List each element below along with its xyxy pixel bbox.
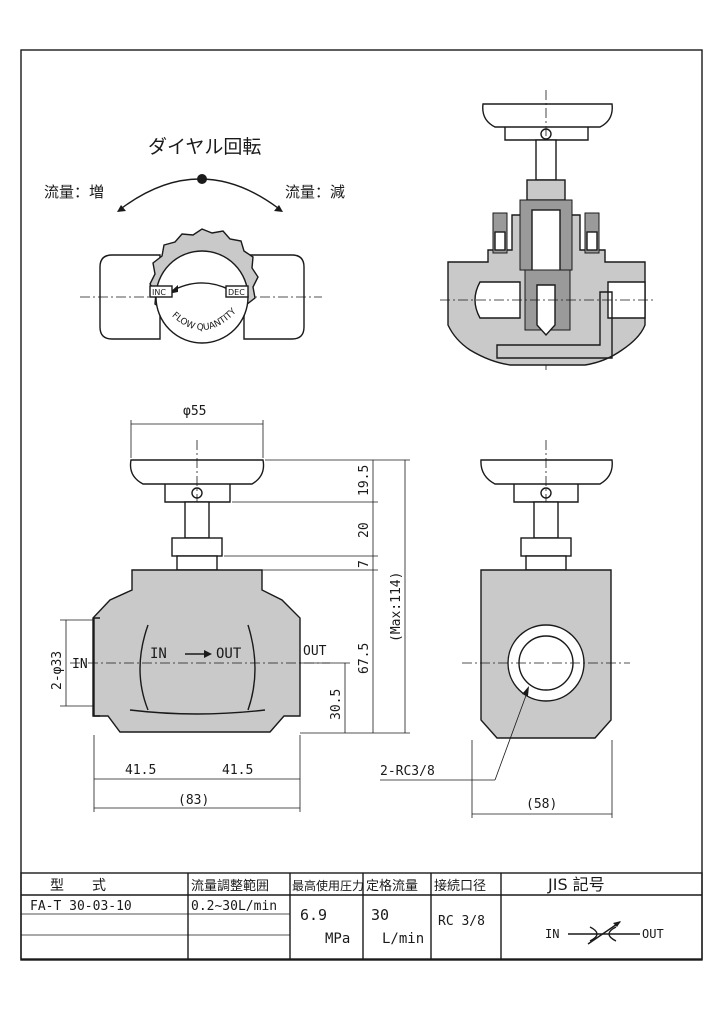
cell-flow-unit: L/min: [382, 931, 424, 947]
dial-center-dot: [197, 174, 207, 184]
spec-table: 型 式 流量調整範囲 最高使用圧力 定格流量 接続口径 JIS 記号 FA-T …: [20, 872, 703, 960]
leader-arrow-icon: [522, 686, 529, 696]
flow-increase-label: 流量：増: [44, 183, 104, 201]
header-range: 流量調整範囲: [191, 879, 269, 894]
header-pressure: 最高使用圧力: [292, 878, 364, 893]
port-out-label: OUT: [303, 644, 327, 659]
section-view: [440, 90, 655, 372]
front-view: IN OUT φ55 19.5 20 7 67.5 30.5 (Max:114)…: [50, 404, 410, 812]
dim-left-half: 41.5: [125, 763, 156, 778]
cell-pressure-value: 6.9: [300, 906, 327, 924]
dial-title: ダイヤル回転: [148, 136, 261, 158]
inc-marker: INC: [152, 288, 166, 297]
flow-out-label: OUT: [216, 646, 242, 662]
cell-flow-value: 30: [371, 906, 389, 924]
jis-in-label: IN: [545, 927, 559, 941]
dim-port-height: 30.5: [329, 689, 344, 720]
dim-body-length: (83): [178, 793, 209, 808]
port-in-label: IN: [72, 657, 88, 672]
arc-arrow-right-icon: [274, 205, 283, 212]
side-view: (58) 2-RC3/8: [380, 440, 630, 818]
flow-arrow-icon: [204, 650, 212, 658]
header-jis: JIS 記号: [547, 875, 605, 894]
dim-knob-diameter: φ55: [183, 404, 206, 419]
dim-stem-height: 20: [357, 522, 372, 538]
arc-arrow-left-icon: [117, 205, 126, 212]
dim-nut-height: 7: [357, 560, 372, 568]
header-port: 接続口径: [434, 878, 486, 894]
jis-flow-control-symbol-icon: [589, 926, 617, 942]
flow-decrease-label: 流量：減: [285, 183, 345, 201]
thread-callout: 2-RC3/8: [380, 764, 435, 779]
dim-knob-height: 19.5: [357, 465, 372, 496]
cell-model: FA-T 30-03-10: [30, 899, 132, 914]
dim-port-diameter: 2-φ33: [50, 651, 65, 690]
dial-view: ダイヤル回転 流量：増 流量：減 INC DEC FLOW QUANTITY: [44, 136, 345, 344]
dim-body-width: (58): [526, 797, 557, 812]
dim-body-height: 67.5: [357, 643, 372, 674]
drawing-border: [20, 49, 703, 961]
jis-out-label: OUT: [642, 927, 664, 941]
cell-port: RC 3/8: [438, 914, 485, 929]
cell-range: 0.2~30L/min: [191, 899, 277, 914]
dec-marker: DEC: [228, 288, 245, 297]
flow-in-label: IN: [150, 646, 167, 662]
dim-max-height: (Max:114): [389, 572, 404, 642]
header-rated-flow: 定格流量: [366, 878, 418, 894]
cell-pressure-unit: MPa: [325, 931, 350, 947]
header-model: 型 式: [50, 878, 106, 894]
dim-right-half: 41.5: [222, 763, 253, 778]
